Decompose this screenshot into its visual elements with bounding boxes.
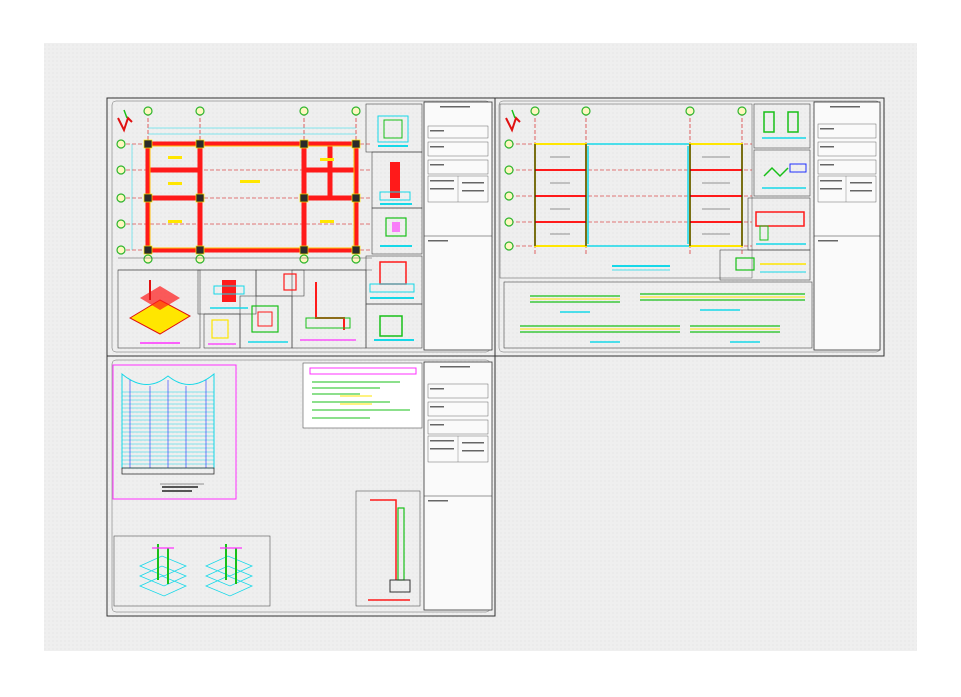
detail-section-4 [374,315,414,341]
detail-lintel [735,257,806,273]
sheet-2-frame [494,97,885,357]
room-labels [168,156,334,223]
masonry-elevation [112,364,237,500]
detail-beam-section [762,111,806,139]
sheet-1-title-block [423,101,493,351]
detail-stair [762,163,807,189]
detail-small-1 [208,319,236,345]
sheet-3 [106,355,496,617]
sheet-2-title-block [813,101,881,351]
detail-i-beam [210,280,248,309]
wall-section-detail [355,490,421,607]
slab-plan [534,143,743,271]
grid-bubble-icon [504,106,747,251]
sheet-2-details [719,103,811,281]
general-notes-box [302,362,423,429]
sheet-1 [106,97,496,357]
sheet-1-bottom-details [117,269,367,349]
beam-elevations [520,293,805,343]
sheet-2 [494,97,885,357]
detail-footing-2 [380,217,412,247]
isometric-footing [128,280,192,344]
detail-small-2 [248,305,288,343]
column-pads [143,139,361,255]
detail-footing-1 [379,162,412,205]
dimension-lines [131,127,356,250]
sheet-3-frame [106,355,496,617]
beam-elevations-box [503,281,813,349]
detail-square-1 [377,115,409,147]
north-arrow-icon [117,109,133,133]
sheet-3-title-block [423,361,493,611]
north-arrow-icon [505,109,521,133]
isometric-block-detail [113,535,271,607]
detail-slab-beam [755,211,806,245]
detail-section-3 [369,261,415,299]
grid-bubble-icon [116,106,361,264]
detail-wall-section [300,282,356,341]
detail-small-3 [283,273,297,291]
